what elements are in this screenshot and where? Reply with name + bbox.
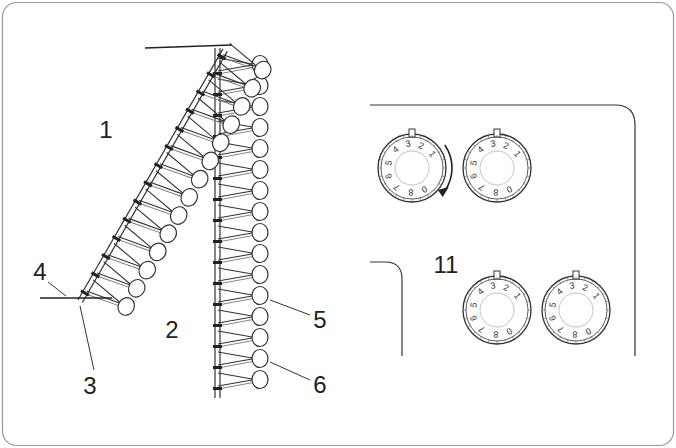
machine-panel xyxy=(370,262,402,356)
leader-lines xyxy=(48,282,310,380)
dial-digit: 8 xyxy=(493,187,498,196)
dial-digit: 8 xyxy=(408,187,413,196)
callout-number: 6 xyxy=(313,373,326,397)
frame xyxy=(3,3,674,446)
dial-digit: 3 xyxy=(405,139,412,149)
callout-number: 1 xyxy=(99,118,112,142)
stitch-illustration xyxy=(40,39,274,398)
callout-number: 4 xyxy=(33,260,46,284)
callout-number: 5 xyxy=(313,308,326,332)
dial-digit: 3 xyxy=(490,139,497,149)
callout-number: 11 xyxy=(434,253,459,277)
dial-digit: 8 xyxy=(572,329,577,338)
machine-panel xyxy=(370,105,635,356)
dial-digit: 8 xyxy=(493,329,498,338)
callout-number: 2 xyxy=(165,318,178,342)
dial-digit: 3 xyxy=(490,281,497,291)
callout-number: 3 xyxy=(83,374,96,398)
tension-dials xyxy=(378,129,610,344)
dial-digit: 3 xyxy=(569,281,576,291)
